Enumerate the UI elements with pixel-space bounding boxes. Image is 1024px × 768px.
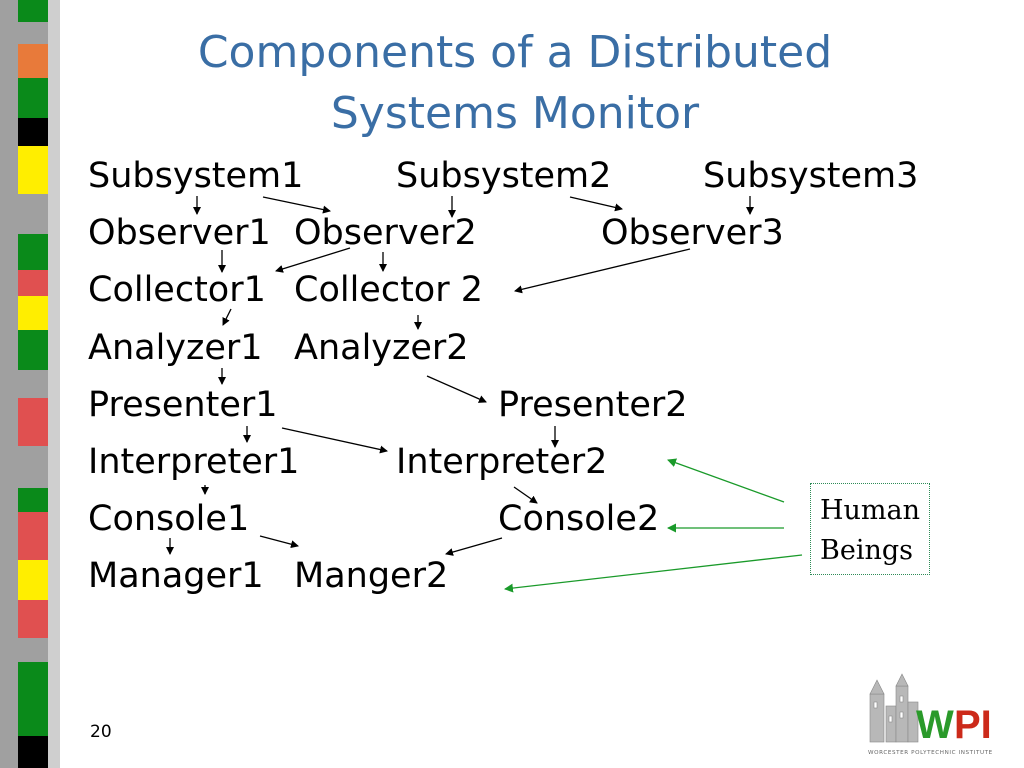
console1-label: Console1 [88, 499, 250, 539]
arrow-human-interpreter2 [667, 458, 785, 503]
human-beings-line-2: Beings [820, 535, 913, 566]
building-icon [869, 673, 919, 743]
analyzer1-label: Analyzer1 [88, 328, 263, 368]
wpi-logo: W PI WORCESTER POLYTECHNIC INSTITUTE [868, 673, 993, 756]
svg-text:W: W [916, 703, 954, 747]
collector1-label: Collector1 [88, 270, 266, 310]
analyzer2-label: Analyzer2 [294, 328, 469, 368]
subsystem3-label: Subsystem3 [703, 156, 919, 196]
arrow-collector1-analyzer1 [222, 308, 232, 326]
observer1-label: Observer1 [88, 213, 271, 253]
arrow-human-manager2 [504, 554, 803, 593]
interpreter1-label: Interpreter1 [88, 442, 300, 482]
title-line-2: Systems Monitor [330, 88, 700, 139]
human-beings-box: Human Beings [810, 483, 930, 575]
decorative-sidebar [0, 0, 60, 768]
observer3-label: Observer3 [601, 213, 784, 253]
manager1-label: Manager1 [88, 556, 264, 596]
title-line-1: Components of a Distributed [197, 27, 833, 78]
manager2-label: Manger2 [294, 556, 449, 596]
arrow-observer3-collector2 [514, 248, 691, 294]
presenter2-label: Presenter2 [498, 385, 688, 425]
arrow-subsystem2-observer3 [569, 196, 623, 212]
collector2-label: Collector 2 [294, 270, 483, 310]
svg-text:WORCESTER POLYTECHNIC INSTITUT: WORCESTER POLYTECHNIC INSTITUTE [868, 750, 993, 756]
subsystem1-label: Subsystem1 [88, 156, 304, 196]
observer2-label: Observer2 [294, 213, 477, 253]
arrow-console1-manager2 [259, 535, 299, 549]
arrow-subsystem1-observer2 [262, 196, 331, 214]
interpreter2-label: Interpreter2 [396, 442, 608, 482]
presenter1-label: Presenter1 [88, 385, 278, 425]
arrow-console2-manager2 [445, 537, 503, 556]
subsystem2-label: Subsystem2 [396, 156, 612, 196]
svg-text:PI: PI [954, 703, 992, 747]
slide-title: Components of a Distributed Systems Moni… [100, 22, 930, 144]
arrow-analyzer2-presenter2 [426, 375, 487, 403]
human-beings-line-1: Human [820, 495, 921, 526]
console2-label: Console2 [498, 499, 660, 539]
slide-number: 20 [90, 722, 112, 742]
